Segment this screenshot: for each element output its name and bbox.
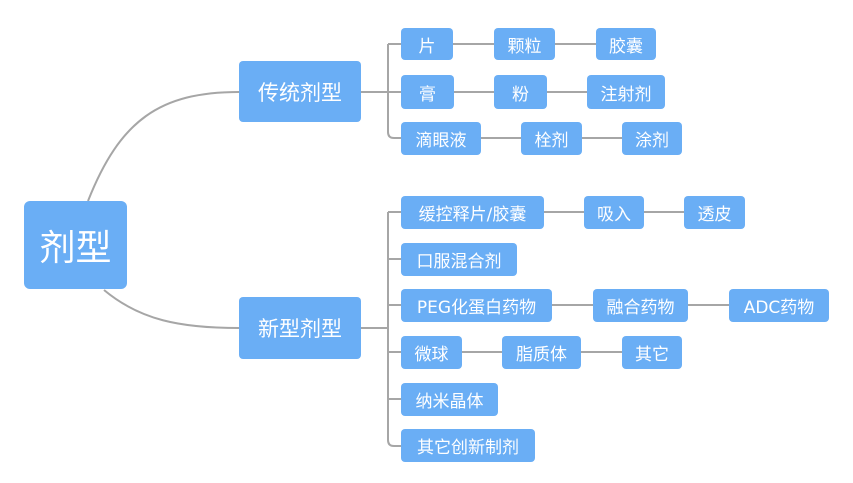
leaf-controlled-release[interactable]: 缓控释片/胶囊: [401, 196, 544, 229]
leaf-injection[interactable]: 注射剂: [587, 75, 665, 109]
leaf-microsphere[interactable]: 微球: [401, 336, 462, 369]
leaf-nanocrystal[interactable]: 纳米晶体: [401, 383, 498, 416]
leaf-inhalation[interactable]: 吸入: [584, 196, 644, 229]
leaf-liposome[interactable]: 脂质体: [502, 336, 581, 369]
leaf-other-innovative[interactable]: 其它创新制剂: [401, 429, 535, 462]
root-node[interactable]: 剂型: [24, 201, 127, 289]
branch-label: 新型剂型: [258, 317, 342, 341]
leaf-granule[interactable]: 颗粒: [494, 28, 555, 60]
branch-novel[interactable]: 新型剂型: [239, 297, 361, 359]
leaf-transdermal[interactable]: 透皮: [684, 196, 745, 229]
leaf-peg-protein[interactable]: PEG化蛋白药物: [401, 289, 552, 322]
traditional-bracket-connector: [387, 44, 401, 139]
leaf-adc-drug[interactable]: ADC药物: [729, 289, 829, 322]
novel-bracket-connector: [387, 212, 401, 447]
branch-traditional[interactable]: 传统剂型: [239, 61, 361, 122]
leaf-suppository[interactable]: 栓剂: [521, 122, 582, 155]
leaf-powder[interactable]: 粉: [494, 75, 547, 109]
branch-label: 传统剂型: [258, 80, 342, 105]
leaf-other[interactable]: 其它: [622, 336, 682, 369]
root-label: 剂型: [39, 228, 112, 269]
leaf-oral-mixture[interactable]: 口服混合剂: [401, 243, 517, 276]
leaf-liniment[interactable]: 涂剂: [622, 122, 682, 155]
leaf-capsule[interactable]: 胶囊: [596, 28, 656, 60]
root-to-traditional-connector: [87, 91, 240, 202]
leaf-ointment[interactable]: 膏: [401, 75, 454, 109]
leaf-eye-drops[interactable]: 滴眼液: [401, 122, 481, 155]
leaf-fusion-drug[interactable]: 融合药物: [593, 289, 688, 322]
leaf-tablet[interactable]: 片: [401, 28, 453, 60]
root-to-novel-connector: [103, 289, 240, 329]
